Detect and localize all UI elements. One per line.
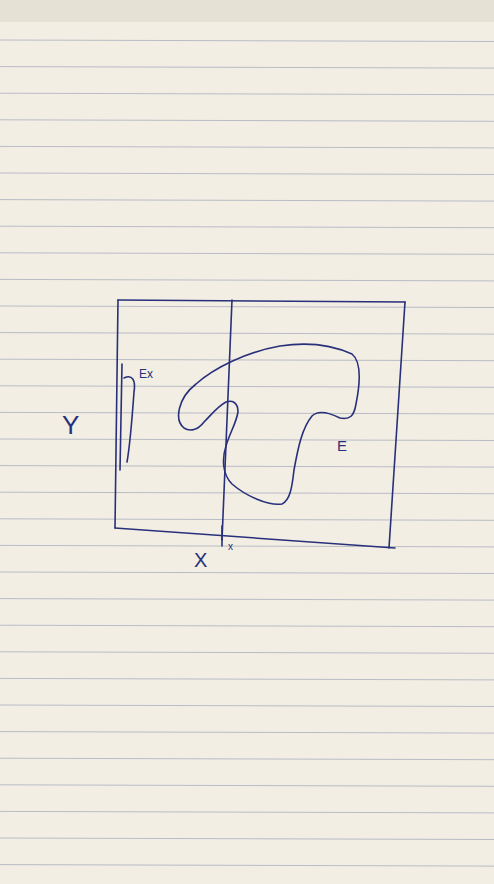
ruled-line (0, 279, 494, 281)
square-top (118, 300, 405, 302)
square-right (389, 302, 405, 548)
ruled-line (0, 572, 494, 574)
ruled-line (0, 545, 494, 547)
ruled-line (0, 599, 494, 601)
section-label: Ex (139, 368, 153, 380)
ruled-line (0, 785, 494, 787)
ruled-line (0, 492, 494, 494)
ruled-line (0, 678, 494, 680)
ruled-line (0, 519, 494, 521)
ruled-line (0, 625, 494, 627)
point-label: x (228, 542, 233, 552)
ruled-line (0, 67, 494, 69)
ruled-line (0, 226, 494, 228)
ruled-line (0, 811, 494, 813)
ruled-lines (0, 40, 494, 866)
ruled-line (0, 359, 494, 361)
ruled-line (0, 93, 494, 95)
section-bracket (124, 377, 135, 462)
ruled-line (0, 306, 494, 308)
paper-shadow (0, 0, 494, 22)
ruled-line (0, 200, 494, 202)
ruled-line (0, 838, 494, 840)
axis-label: Y (62, 412, 79, 438)
section-segment (120, 364, 122, 470)
ruled-line (0, 386, 494, 388)
ruled-line (0, 865, 494, 867)
axis-label: X (194, 550, 207, 570)
ruled-line (0, 439, 494, 441)
ruled-line (0, 173, 494, 175)
region-label: E (337, 438, 347, 453)
ruled-line (0, 120, 494, 122)
ruled-line (0, 732, 494, 734)
ruled-line (0, 333, 494, 335)
square-left (115, 300, 118, 528)
ruled-line (0, 40, 494, 42)
x-tick (221, 526, 223, 546)
ruled-line (0, 758, 494, 760)
region-e-outline (179, 344, 360, 504)
section-line (222, 300, 232, 540)
ruled-line (0, 705, 494, 707)
ruled-line (0, 466, 494, 468)
sketch (115, 300, 405, 548)
ruled-line (0, 146, 494, 148)
ruled-line (0, 652, 494, 654)
square-bottom (115, 528, 395, 548)
ruled-line (0, 253, 494, 255)
